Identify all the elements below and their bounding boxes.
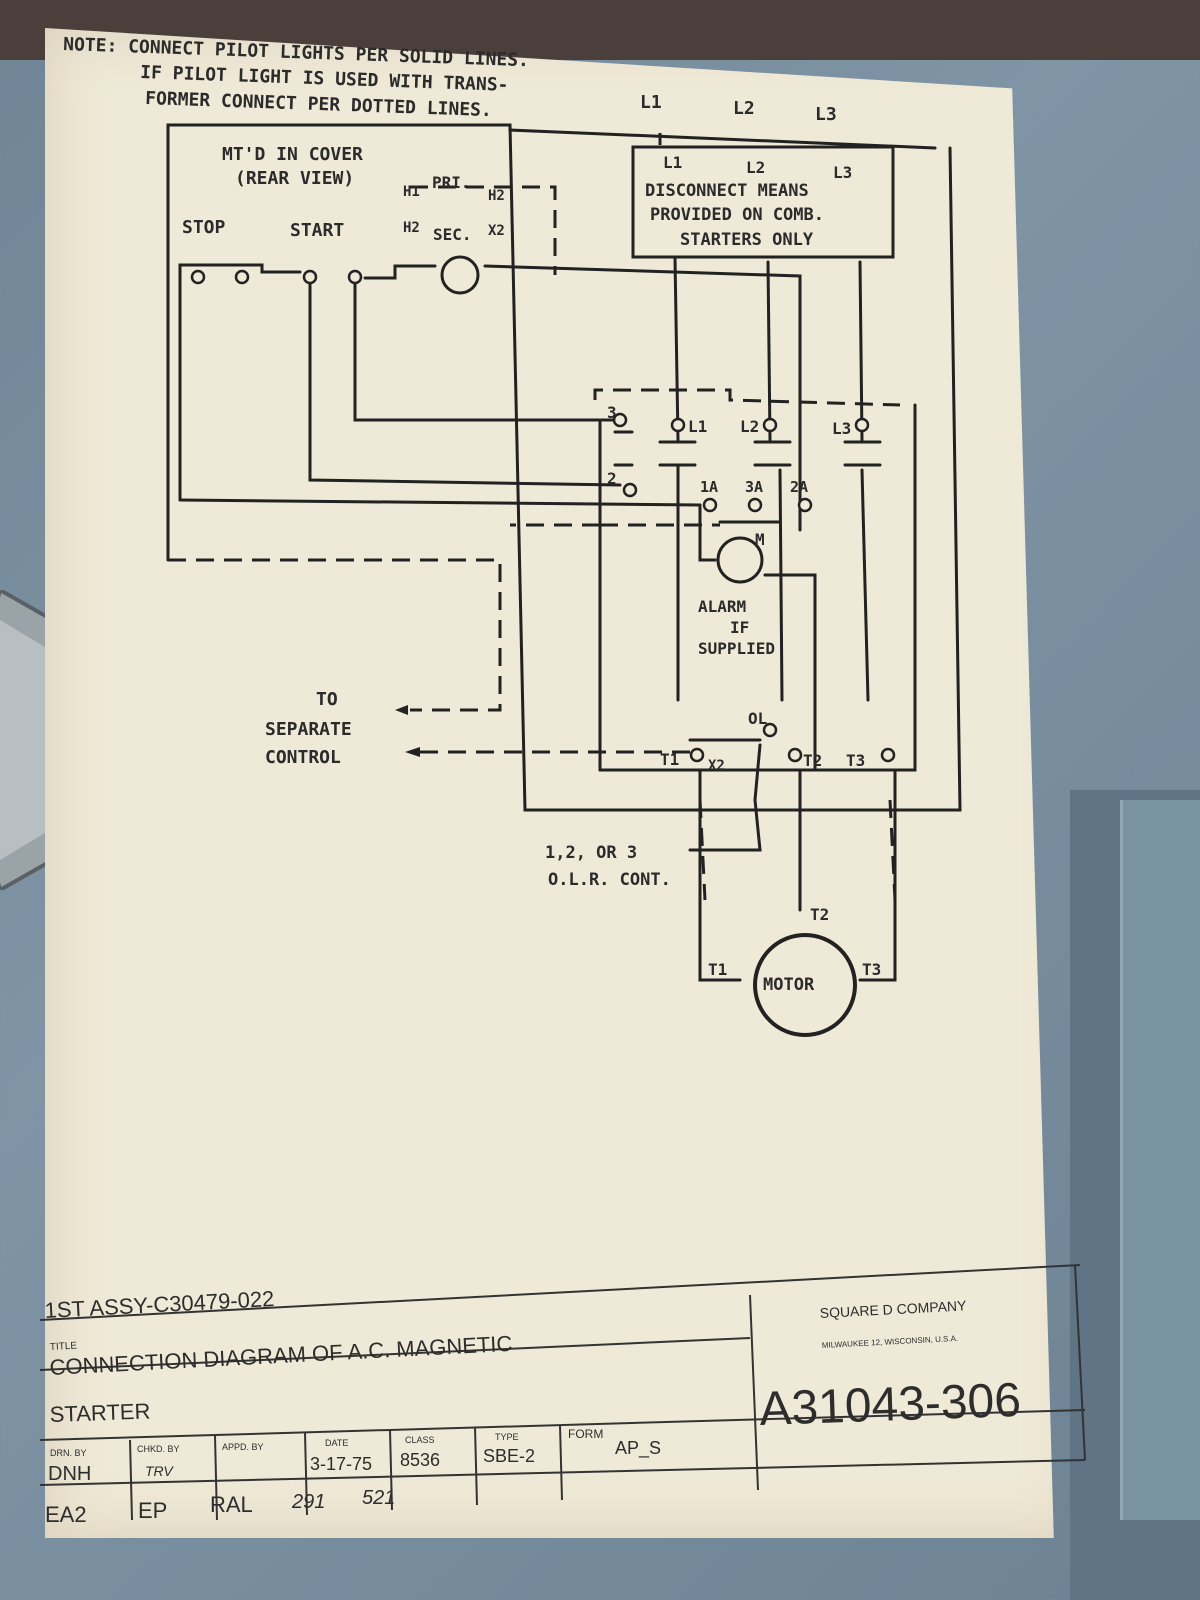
line-l2-label: L2 [733, 98, 755, 119]
terminal-1a: 1A [700, 478, 718, 496]
line-l1-label: L1 [640, 92, 662, 113]
stop-label: STOP [182, 217, 226, 238]
date-value: 3-17-75 [310, 1454, 372, 1474]
header-approved-by: APPD. BY [222, 1442, 264, 1452]
header-type: TYPE [495, 1432, 519, 1442]
terminal-t1: T1 [660, 750, 679, 769]
drawn-by-value: DNH [48, 1463, 91, 1485]
header-checked-by: CHKD. BY [137, 1444, 180, 1454]
transformer-pri-label: PRI. [432, 173, 471, 192]
revision-4: 291 [291, 1491, 325, 1513]
transformer-sec-label: SEC. [433, 225, 472, 244]
revision-1: EA2 [45, 1502, 87, 1527]
revision-3: RAL [210, 1492, 253, 1517]
motor-t3: T3 [862, 960, 881, 979]
class-value: 8536 [400, 1450, 440, 1470]
enclosure-door-panel [1120, 800, 1200, 1520]
disconnect-l1: L1 [663, 153, 682, 172]
coil-label: M [755, 530, 765, 549]
start-label: START [290, 220, 344, 241]
olr-label-1: 1,2, OR 3 [545, 843, 637, 863]
header-drawn-by: DRN. BY [50, 1448, 87, 1458]
header-date: DATE [325, 1438, 348, 1448]
aux-contact-3: 3 [607, 403, 617, 422]
arrow-left-icon [405, 747, 420, 757]
motor-t1: T1 [708, 960, 727, 979]
starter-l2: L2 [740, 417, 759, 436]
contactor-coil [716, 536, 764, 584]
list-assembly: 1ST ASSY-C30479-022 [44, 1286, 275, 1323]
company-city: MILWAUKEE 12, WISCONSIN, U.S.A. [822, 1334, 959, 1350]
revision-2: EP [138, 1498, 167, 1523]
company-name: SQUARE D COMPANY [819, 1297, 967, 1321]
motor-t2: T2 [810, 905, 829, 924]
alarm-label-1: ALARM [698, 597, 746, 616]
disconnect-text-3: STARTERS ONLY [680, 230, 814, 250]
terminal-x2-ol: X2 [708, 758, 725, 774]
drawing-title-1: CONNECTION DIAGRAM OF A.C. MAGNETIC [49, 1331, 513, 1380]
header-form: FORM [568, 1427, 603, 1441]
title-block [39, 1264, 1086, 1521]
separate-control-separate: SEPARATE [265, 719, 352, 740]
header-class: CLASS [405, 1435, 435, 1445]
starter-l3: L3 [832, 419, 851, 438]
title-caption: TITLE [50, 1341, 78, 1353]
terminal-t2: T2 [803, 751, 822, 770]
terminal-h2-sec: H2 [403, 220, 420, 236]
revision-5: 521 [362, 1487, 395, 1509]
separate-control-control: CONTROL [265, 747, 341, 768]
terminal-2a: 2A [790, 478, 808, 496]
terminal-x2: X2 [488, 223, 505, 239]
separate-control-dotted-1 [168, 558, 502, 712]
motor-label: MOTOR [763, 975, 815, 995]
alarm-label-2: IF [730, 618, 749, 637]
disconnect-text-2: PROVIDED ON COMB. [650, 205, 824, 225]
drawing-title-2: STARTER [49, 1398, 150, 1426]
separate-control-to: TO [316, 689, 338, 710]
starter-l1: L1 [688, 417, 707, 436]
terminal-h2-pri: H2 [488, 188, 505, 204]
control-wire-hold [353, 280, 617, 422]
transformer-dotted-wire [410, 185, 557, 275]
type-value: SBE-2 [483, 1446, 535, 1466]
checked-by-value: TRV [145, 1463, 174, 1479]
terminal-3a: 3A [745, 478, 763, 496]
disconnect-l3: L3 [833, 163, 852, 182]
aux-contact-2: 2 [607, 469, 617, 488]
form-value: AP_S [615, 1438, 661, 1459]
control-wire-stop [178, 263, 302, 502]
motor-symbol [753, 933, 857, 1037]
olr-label-2: O.L.R. CONT. [548, 870, 671, 890]
disconnect-box [631, 145, 895, 259]
note-line-1: NOTE: CONNECT PILOT LIGHTS PER SOLID LIN… [63, 34, 529, 71]
arrow-left-icon [395, 705, 408, 715]
disconnect-text-1: DISCONNECT MEANS [645, 181, 809, 201]
cover-subtitle: (REAR VIEW) [235, 168, 354, 189]
control-wire-outer [166, 123, 937, 562]
drawing-number: A31043-306 [759, 1374, 1022, 1436]
disconnect-l2: L2 [746, 158, 765, 177]
pilot-light [440, 255, 480, 295]
line-l3-label: L3 [815, 104, 837, 125]
cover-title: MT'D IN COVER [222, 144, 363, 165]
wiring-diagram-sheet [45, 28, 1054, 1538]
overload-label: OL [748, 709, 767, 728]
terminal-t3: T3 [846, 751, 865, 770]
alarm-label-3: SUPPLIED [698, 639, 775, 658]
terminal-h1: H1 [403, 184, 420, 200]
